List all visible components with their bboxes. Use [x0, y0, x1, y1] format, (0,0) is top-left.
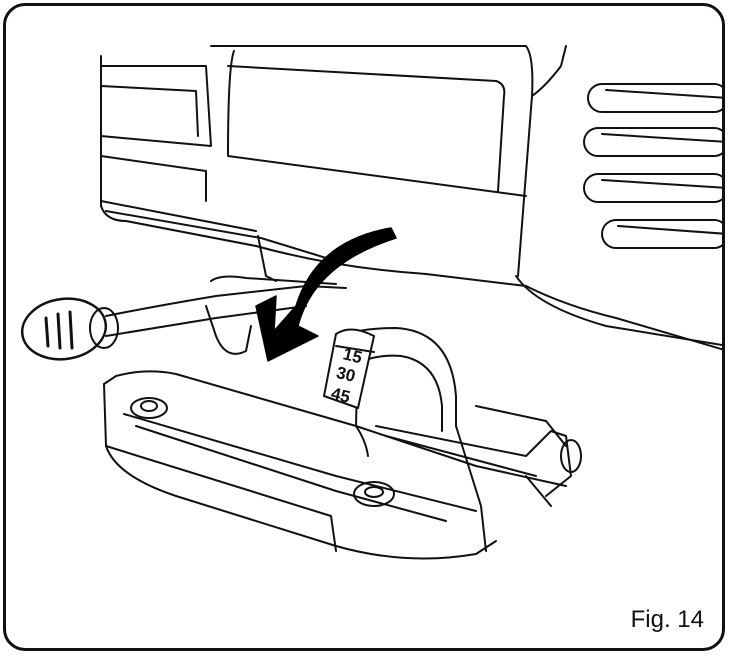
figure-caption: Fig. 14: [630, 606, 704, 634]
scale-mark-30: 30: [334, 363, 357, 386]
bevel-guide: [337, 327, 582, 552]
bevel-lever: [20, 275, 347, 361]
ventilation-slots: [583, 83, 722, 249]
jigsaw-baseplate-illustration: 15 30 45: [20, 45, 722, 560]
saw-housing: [100, 45, 722, 351]
figure-frame: 15 30 45 Fig. 14: [3, 3, 725, 651]
bevel-angle-scale: 15 30 45: [323, 328, 375, 409]
base-plate: [103, 370, 567, 560]
scale-mark-45: 45: [329, 384, 352, 407]
curved-arrow-icon: [255, 227, 397, 362]
